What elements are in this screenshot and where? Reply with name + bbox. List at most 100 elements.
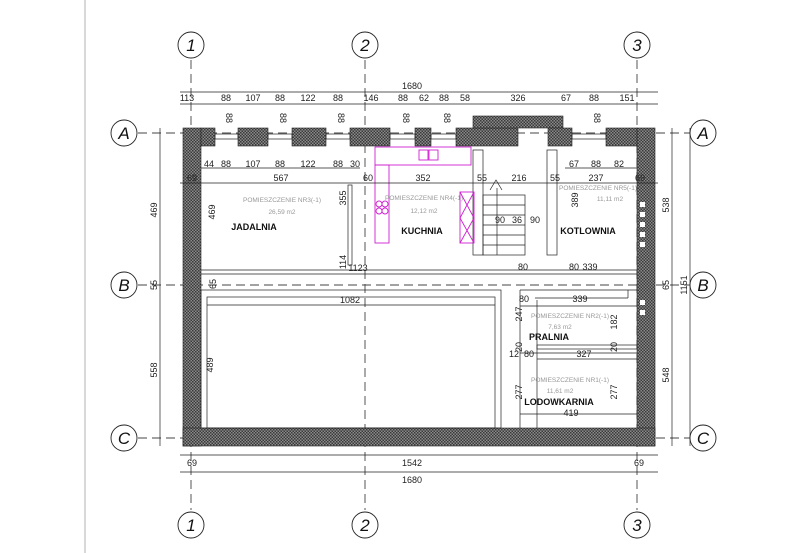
dims-bottom: 69 1542 69 1680 [187, 458, 644, 485]
dim: 88 [589, 93, 599, 103]
room-area: 26,59 m2 [268, 209, 295, 216]
dim: 58 [460, 93, 470, 103]
dim: 339 [572, 294, 587, 304]
axis-label-3-bottom: 3 [632, 516, 642, 535]
dim: 55 [550, 173, 560, 183]
dim: 88 [439, 93, 449, 103]
room-kuchnia: POMIESZCZENIE NR4(-1) 12,12 m2 KUCHNIA [385, 195, 463, 236]
dim: 88 [278, 113, 288, 123]
dim: 88 [591, 159, 601, 169]
dim: 88 [398, 93, 408, 103]
dim: 469 [207, 204, 217, 219]
dim: 20 [609, 342, 619, 352]
windows [214, 133, 607, 140]
dim: 69 [634, 458, 644, 468]
dim: 355 [338, 190, 348, 205]
dim: 80 [518, 262, 528, 272]
dim: 20 [514, 342, 524, 352]
axis-label-2-bottom: 2 [359, 516, 370, 535]
room-name: LODOWKARNIA [524, 397, 594, 407]
room-name: PRALNIA [529, 332, 569, 342]
axis-label-1-top: 1 [186, 36, 195, 55]
dim: 538 [661, 197, 671, 212]
room-info: POMIESZCZENIE NR3(-1) [243, 197, 321, 204]
dim: 114 [338, 255, 348, 269]
room-name: KUCHNIA [401, 226, 443, 236]
axis-label-c-left: C [118, 429, 131, 448]
dim: 558 [149, 362, 159, 377]
axis-label-a-left: A [117, 124, 129, 143]
dim: 489 [205, 357, 215, 372]
dim: 82 [614, 159, 624, 169]
axis-label-b-right: B [697, 276, 708, 295]
dim: 67 [569, 159, 579, 169]
dim: 88 [401, 113, 411, 123]
dim: 469 [149, 202, 159, 217]
dim: 88 [224, 113, 234, 123]
dim: 62 [419, 93, 429, 103]
dim: 69 [187, 458, 197, 468]
dim: 55 [149, 280, 159, 290]
dims-top: 1680 113 88 107 88 122 88 146 88 62 88 5… [180, 81, 645, 183]
room-area: 11,11 m2 [597, 196, 624, 203]
axis-label-a-right: A [696, 124, 708, 143]
room-info: POMIESZCZENIE NR1(-1) [531, 377, 609, 384]
dim: 1123 [348, 263, 367, 273]
dim: 151 [619, 93, 634, 103]
dim: 122 [300, 159, 315, 169]
exterior-walls [182, 115, 656, 447]
dim: 277 [514, 384, 524, 399]
dim: 277 [609, 384, 619, 399]
room-jadalnia: POMIESZCZENIE NR3(-1) 26,59 m2 JADALNIA [231, 197, 321, 232]
dim: 146 [363, 93, 378, 103]
dim: 122 [300, 93, 315, 103]
dim: 88 [442, 113, 452, 123]
dimension-lines [159, 91, 691, 473]
room-info: POMIESZCZENIE NR5(-1) [559, 185, 637, 192]
dim: 216 [511, 173, 526, 183]
room-name: JADALNIA [231, 222, 277, 232]
axis-label-2-top: 2 [359, 36, 370, 55]
dim: 88 [275, 93, 285, 103]
dim: 60 [363, 173, 373, 183]
dim: 90 [530, 215, 540, 225]
dim: 113 [180, 93, 194, 103]
dim: 80 [569, 262, 579, 272]
dim: 88 [275, 159, 285, 169]
room-area: 11,61 m2 [547, 388, 574, 395]
dim: 107 [245, 93, 260, 103]
dim: 80 [519, 294, 529, 304]
dim: 88 [333, 93, 343, 103]
dim: 65 [208, 279, 218, 289]
dim: 88 [221, 93, 231, 103]
dim-overall-top: 1680 [402, 81, 422, 91]
dims-interior: 469 355 114 1123 389 90 36 90 80 80 339 … [205, 190, 619, 418]
dim: 389 [570, 192, 580, 207]
dim: 327 [576, 349, 591, 359]
room-info: POMIESZCZENIE NR2(-1) [531, 313, 609, 320]
dim: 69 [635, 173, 645, 183]
dim: 80 [524, 349, 534, 359]
dim: 67 [561, 93, 571, 103]
axis-label-b-left: B [118, 276, 129, 295]
dim-overall-bottom: 1680 [402, 475, 422, 485]
dim: 107 [245, 159, 260, 169]
axis-bubbles [110, 31, 717, 539]
dims-sides: 469 55 558 538 65 548 1151 [149, 197, 689, 382]
dim: 30 [350, 159, 360, 169]
axis-label-3-top: 3 [632, 36, 642, 55]
axis-label-c-right: C [697, 429, 710, 448]
window-vents-right [640, 202, 645, 315]
dim: 419 [563, 408, 578, 418]
room-name: KOTLOWNIA [560, 226, 616, 236]
dim: 44 [204, 159, 214, 169]
dim: 55 [477, 173, 487, 183]
dim: 36 [512, 215, 522, 225]
dim: 1542 [402, 458, 422, 468]
stairs [482, 179, 526, 256]
dim: 339 [582, 262, 597, 272]
dim: 88 [221, 159, 231, 169]
room-kotlownia: POMIESZCZENIE NR5(-1) 11,11 m2 KOTLOWNIA [559, 185, 637, 236]
window-height-dims: 88 88 88 88 88 88 [224, 113, 602, 123]
